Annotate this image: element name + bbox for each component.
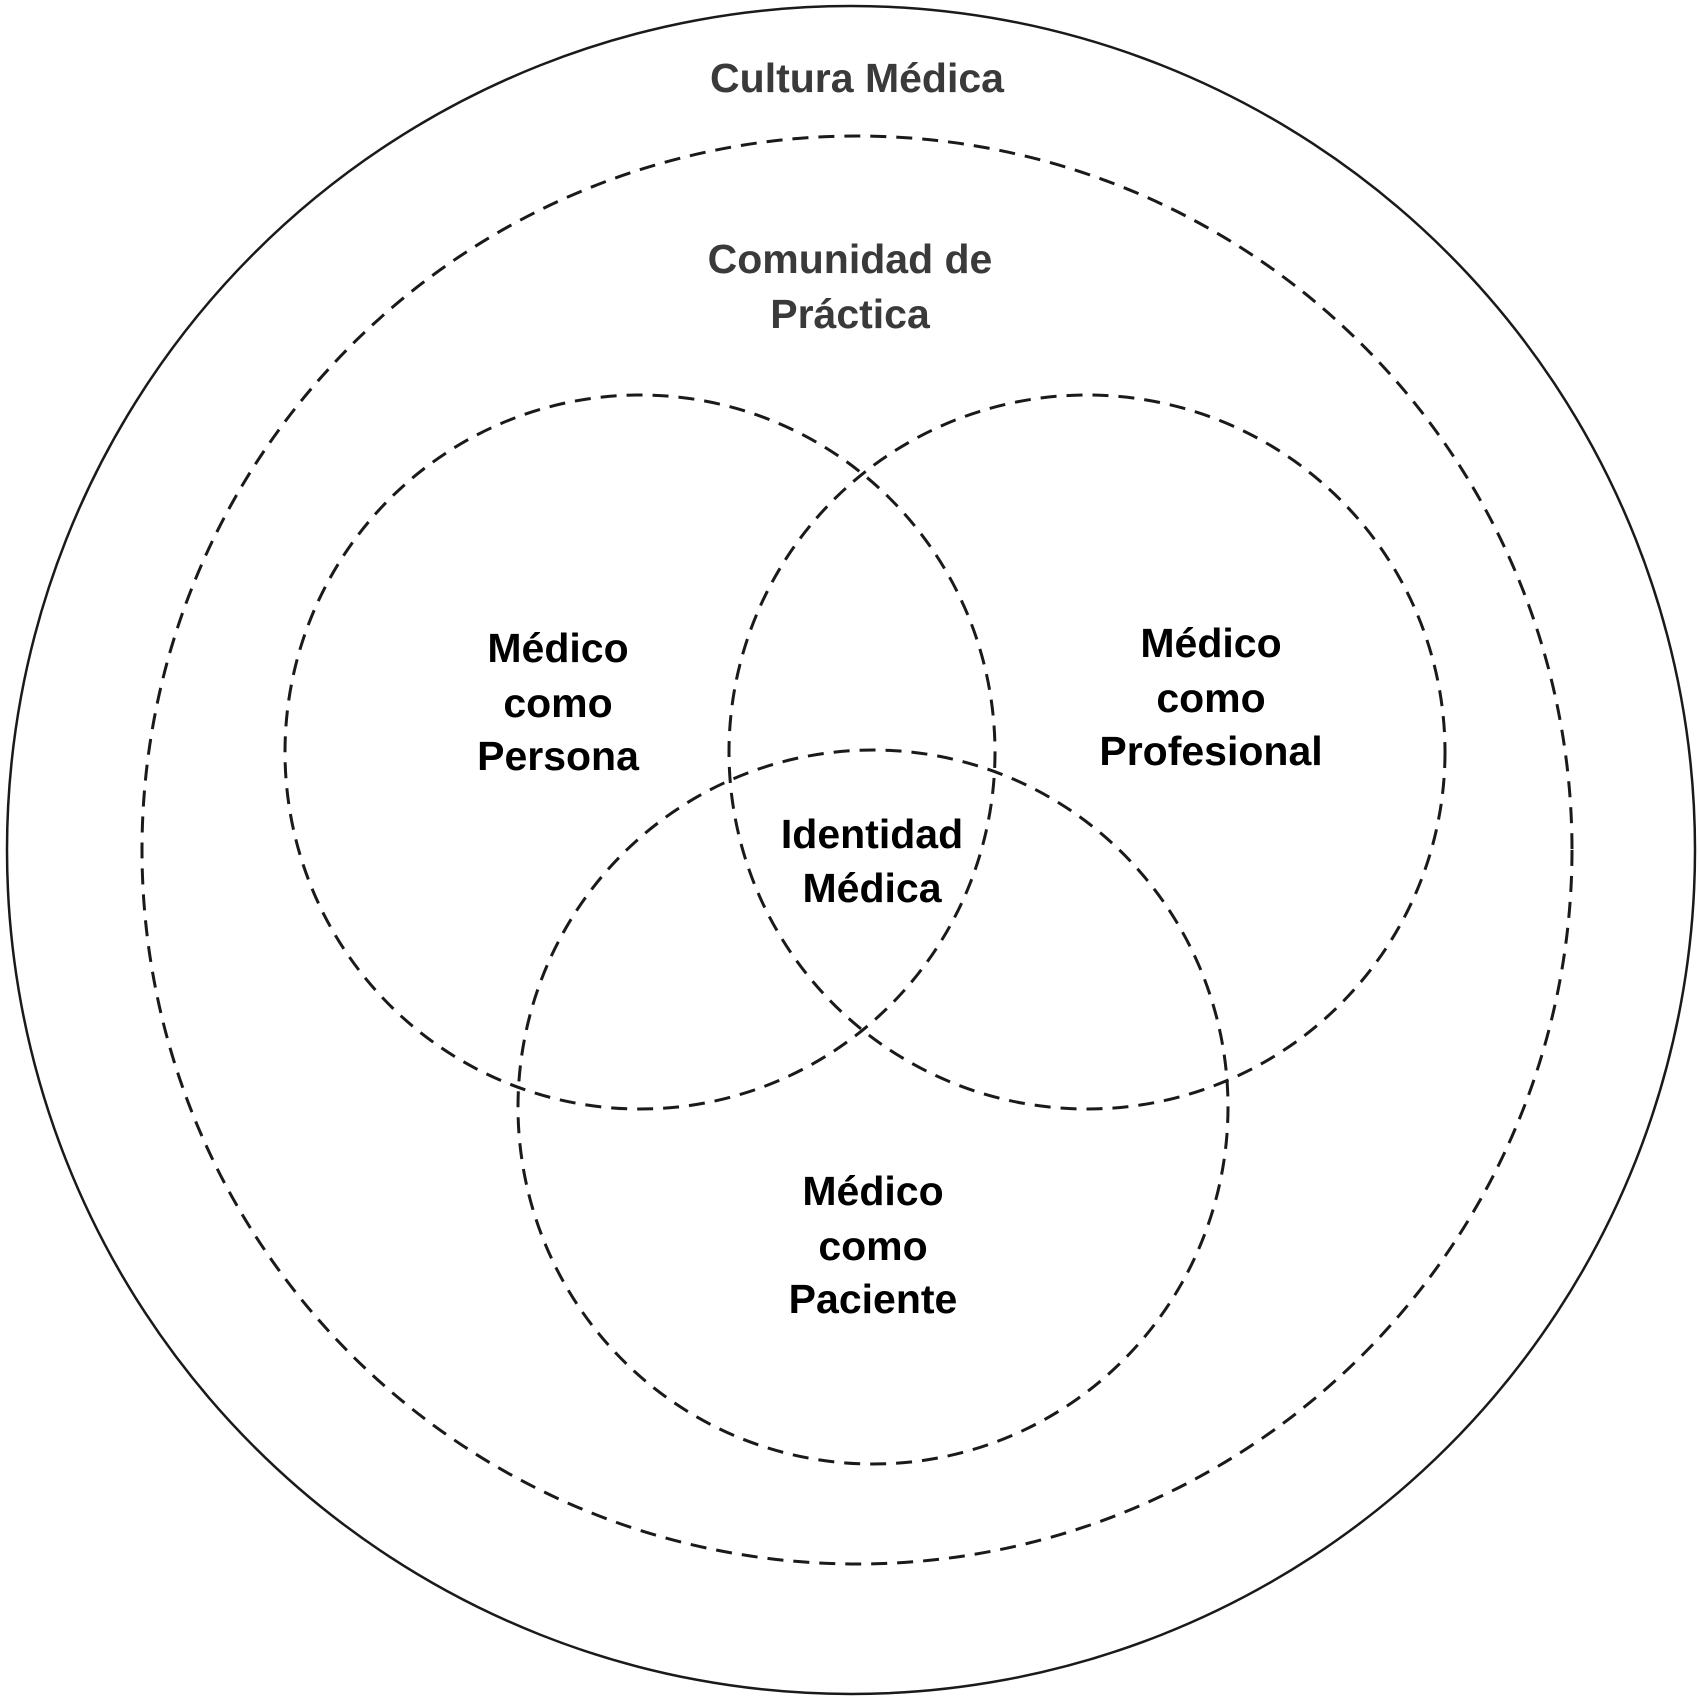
medico-paciente-label-line2: como [818,1223,927,1269]
cultura-medica-circle [5,4,1697,1696]
medico-profesional-label-line3: Profesional [1099,728,1322,774]
cultura-medica-label: Cultura Médica [710,55,1005,101]
identidad-medica-label-line1: Identidad [781,811,963,857]
medico-paciente-label-line1: Médico [802,1168,943,1214]
medico-persona-label-line2: como [503,680,612,726]
identidad-medica-label-line2: Médica [803,865,943,911]
medico-profesional-label-line2: como [1156,675,1265,721]
medico-profesional-label-line1: Médico [1140,620,1281,666]
medico-profesional-circle [727,393,1447,1111]
comunidad-practica-label-line1: Comunidad de [708,236,993,282]
medico-persona-circle [283,393,997,1111]
medico-paciente-circle [516,748,1230,1466]
comunidad-practica-label-line2: Práctica [770,291,931,337]
medico-paciente-label-line3: Paciente [789,1276,958,1322]
medico-persona-label-line1: Médico [487,625,628,671]
medico-persona-label-line3: Persona [477,733,640,779]
comunidad-practica-circle [140,134,1574,1566]
